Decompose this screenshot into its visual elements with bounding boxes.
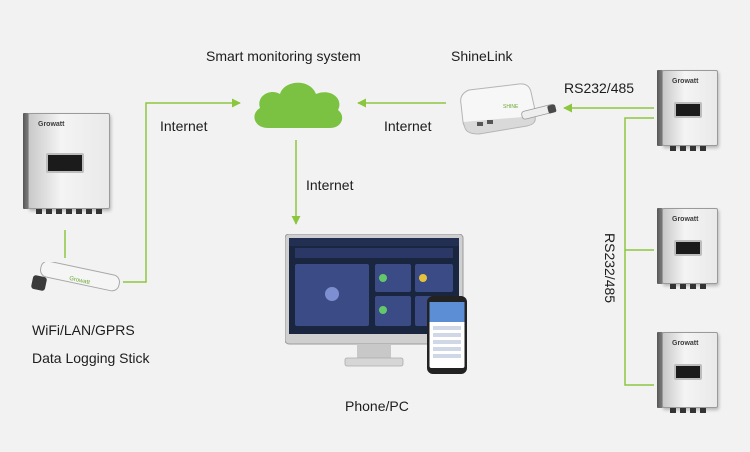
rs485-bus-line xyxy=(624,117,654,386)
inverter-side-panel xyxy=(657,332,663,408)
internet-label-down: Internet xyxy=(306,177,354,193)
internet-label-left: Internet xyxy=(160,118,208,134)
inverter-right-middle: Growatt xyxy=(657,208,718,289)
inverter-logo: Growatt xyxy=(672,340,699,347)
inverter-logo: Growatt xyxy=(38,121,65,128)
inverter-display xyxy=(674,239,702,257)
svg-text:SHINE: SHINE xyxy=(503,104,519,110)
inverter-left: Growatt xyxy=(23,113,110,214)
phone-icon xyxy=(427,296,467,374)
smart-monitoring-label: Smart monitoring system xyxy=(206,48,361,64)
svg-text:Growatt: Growatt xyxy=(69,276,91,286)
inverter-feet xyxy=(670,284,710,289)
wifi-lan-gprs-label: WiFi/LAN/GPRS xyxy=(32,322,135,338)
rs232-label-vertical: RS232/485 xyxy=(602,233,618,304)
inverter-feet xyxy=(670,408,710,413)
rs232-label-top: RS232/485 xyxy=(564,80,635,96)
cloud-icon xyxy=(254,82,343,128)
inverter-body xyxy=(662,70,718,146)
inverter-logo: Growatt xyxy=(672,216,699,223)
inverter-feet xyxy=(36,209,102,214)
router-icon: SHINE xyxy=(460,83,557,135)
shinelink-label: ShineLink xyxy=(451,48,513,64)
phone-pc-label: Phone/PC xyxy=(345,398,409,414)
stick-to-cloud-line xyxy=(123,98,241,283)
usb-stick-icon: Growatt xyxy=(31,262,120,292)
internet-label-right: Internet xyxy=(384,118,432,134)
inverter-right-top: Growatt xyxy=(657,70,718,151)
inverter-display xyxy=(674,101,702,119)
data-logging-stick-label: Data Logging Stick xyxy=(32,350,150,366)
inverter-side-panel xyxy=(657,208,663,284)
inverter-display xyxy=(674,363,702,381)
inverter-logo: Growatt xyxy=(672,78,699,85)
inverter-feet xyxy=(670,146,710,151)
inverter-side-panel xyxy=(23,113,29,209)
inverter-right-bottom: Growatt xyxy=(657,332,718,413)
inverter-display xyxy=(46,153,85,173)
inverter-side-panel xyxy=(657,70,663,146)
